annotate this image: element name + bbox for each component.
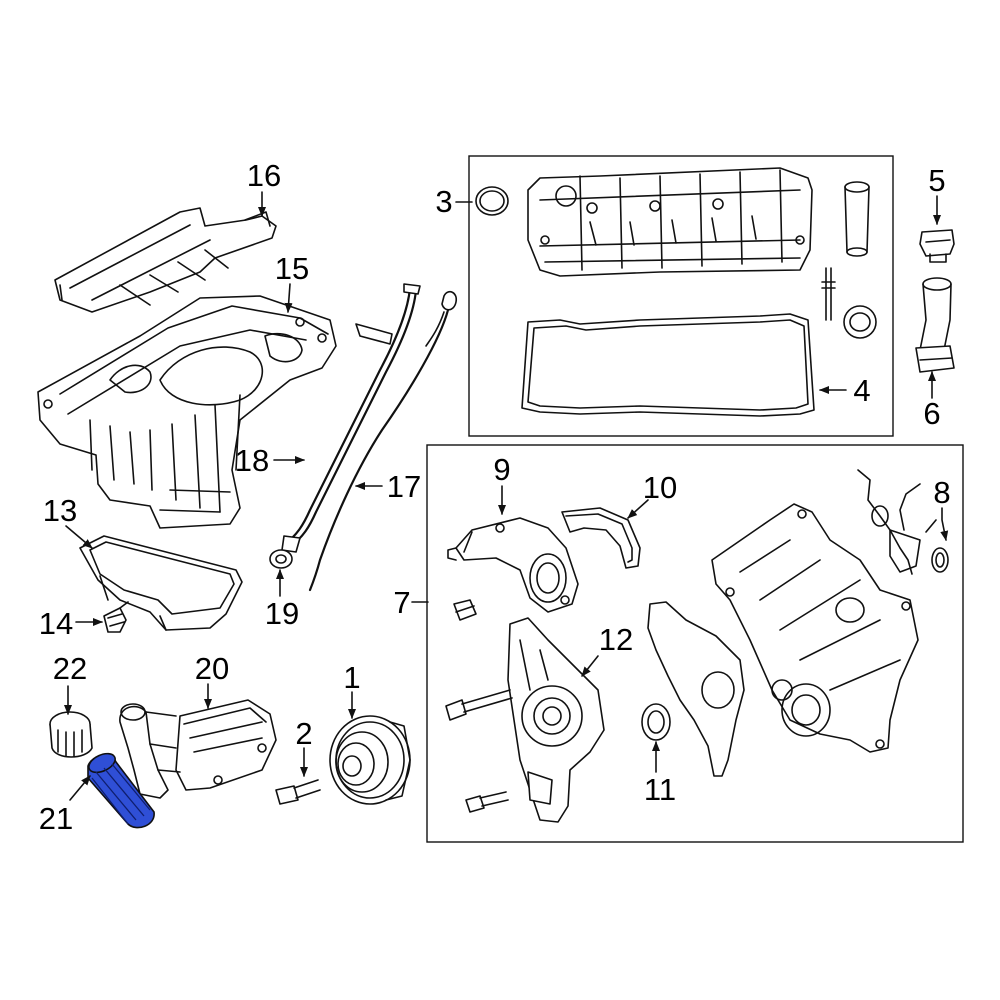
part-oil-pan-upper[interactable] bbox=[37, 295, 337, 529]
callout-1: 1 bbox=[343, 660, 360, 695]
part-windage-tray[interactable] bbox=[54, 207, 277, 313]
part-spark-plug-tube[interactable] bbox=[844, 181, 870, 257]
part-pulley[interactable] bbox=[329, 715, 411, 805]
callout-17: 17 bbox=[387, 469, 421, 504]
callout-2: 2 bbox=[295, 716, 312, 751]
callout-14: 14 bbox=[39, 606, 73, 641]
callout-21: 21 bbox=[39, 801, 73, 836]
part-valve-cover-gasket[interactable] bbox=[521, 313, 815, 417]
part-oil-cooler-housing[interactable] bbox=[119, 699, 277, 799]
part-stud[interactable] bbox=[821, 267, 836, 321]
part-oil-filter[interactable] bbox=[86, 750, 155, 829]
part-valve-cover[interactable] bbox=[527, 167, 813, 277]
part-crank-seal[interactable] bbox=[641, 703, 671, 741]
callout-22: 22 bbox=[53, 651, 87, 686]
callout-7: 7 bbox=[393, 585, 410, 620]
group-box-timing-cover bbox=[426, 444, 964, 843]
group-box-valve-cover bbox=[468, 155, 894, 437]
callout-10: 10 bbox=[643, 470, 677, 505]
part-pulley-bolt[interactable] bbox=[275, 779, 321, 805]
part-oil-pan-lower[interactable] bbox=[79, 535, 243, 631]
callout-9: 9 bbox=[493, 452, 510, 487]
part-dipstick-tube[interactable] bbox=[281, 283, 421, 553]
part-o-ring[interactable] bbox=[475, 186, 509, 216]
callout-11: 11 bbox=[644, 772, 676, 807]
callout-6: 6 bbox=[923, 396, 940, 431]
part-timing-cover[interactable] bbox=[711, 503, 919, 753]
part-drain-plug[interactable] bbox=[103, 601, 129, 633]
part-dipstick[interactable] bbox=[308, 290, 458, 592]
part-water-pump[interactable] bbox=[507, 617, 605, 823]
callout-15: 15 bbox=[275, 251, 309, 286]
part-bolt-short[interactable] bbox=[465, 791, 509, 813]
callout-18: 18 bbox=[235, 443, 269, 478]
callout-19: 19 bbox=[265, 596, 299, 631]
part-seal[interactable] bbox=[843, 305, 877, 339]
part-gasket-set[interactable] bbox=[857, 469, 949, 575]
part-washer[interactable] bbox=[269, 549, 293, 569]
part-bolt-long[interactable] bbox=[445, 689, 513, 721]
part-thermostat-gasket[interactable] bbox=[561, 507, 641, 569]
callout-12: 12 bbox=[599, 622, 633, 657]
callout-8: 8 bbox=[933, 475, 950, 510]
callout-20: 20 bbox=[195, 651, 229, 686]
part-filter-cap[interactable] bbox=[49, 711, 93, 758]
callout-13: 13 bbox=[43, 493, 77, 528]
callout-16: 16 bbox=[247, 158, 281, 193]
part-oil-filler-cap[interactable] bbox=[919, 229, 955, 263]
part-timing-cover-gasket[interactable] bbox=[647, 601, 745, 777]
callout-3: 3 bbox=[435, 184, 452, 219]
part-water-outlet[interactable] bbox=[447, 517, 579, 613]
part-oil-filler-tube[interactable] bbox=[915, 277, 955, 373]
part-bolt-small[interactable] bbox=[453, 599, 477, 621]
callout-labels: 1 2 3 4 5 6 7 8 9 10 11 12 13 14 15 16 1… bbox=[39, 158, 951, 836]
callout-4: 4 bbox=[853, 373, 870, 408]
leader-lines bbox=[64, 191, 946, 801]
callout-5: 5 bbox=[928, 163, 945, 198]
